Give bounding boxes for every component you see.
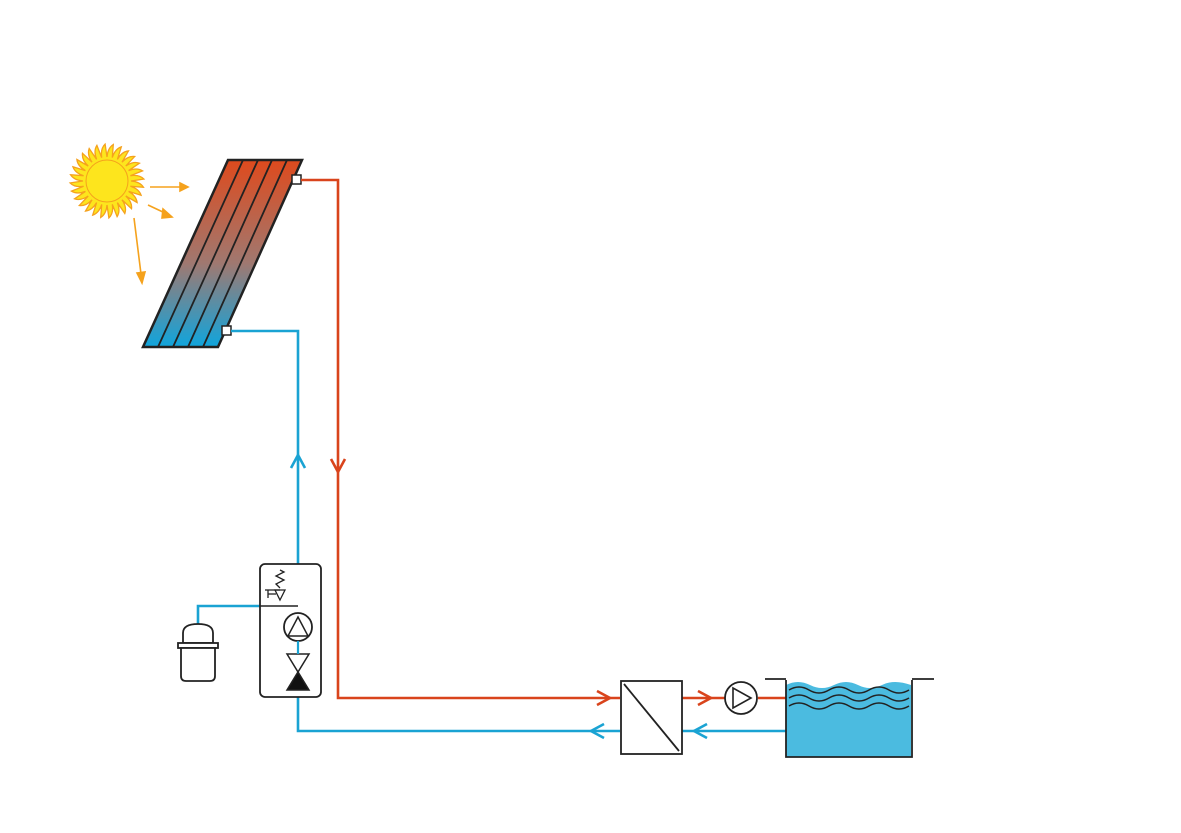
collector-outlet-port xyxy=(291,174,302,185)
pump-icon xyxy=(724,681,758,715)
hot-arrow-right xyxy=(596,689,613,707)
safety-valve-icon xyxy=(265,569,287,602)
pool-icon xyxy=(765,678,934,758)
expansion-vessel-icon xyxy=(177,623,219,682)
pump-station-icon xyxy=(259,563,322,698)
hot-arrow-right-2 xyxy=(697,689,714,707)
circulator-pump-icon xyxy=(283,612,313,642)
cold-return-line xyxy=(196,329,786,740)
sun-disc xyxy=(85,159,129,203)
sun-icon xyxy=(68,142,190,286)
cold-arrow-left-2 xyxy=(588,722,605,740)
solar-panel-icon xyxy=(141,158,304,349)
cold-arrow-up xyxy=(289,452,307,469)
sun-ray-arrows xyxy=(133,181,190,286)
hot-arrow-down xyxy=(329,458,347,475)
cold-arrow-left xyxy=(691,722,708,740)
water-waves xyxy=(788,686,910,710)
hot-flow-line xyxy=(301,178,786,707)
heat-exchanger-icon xyxy=(620,680,683,755)
collector-inlet-port xyxy=(221,325,232,336)
